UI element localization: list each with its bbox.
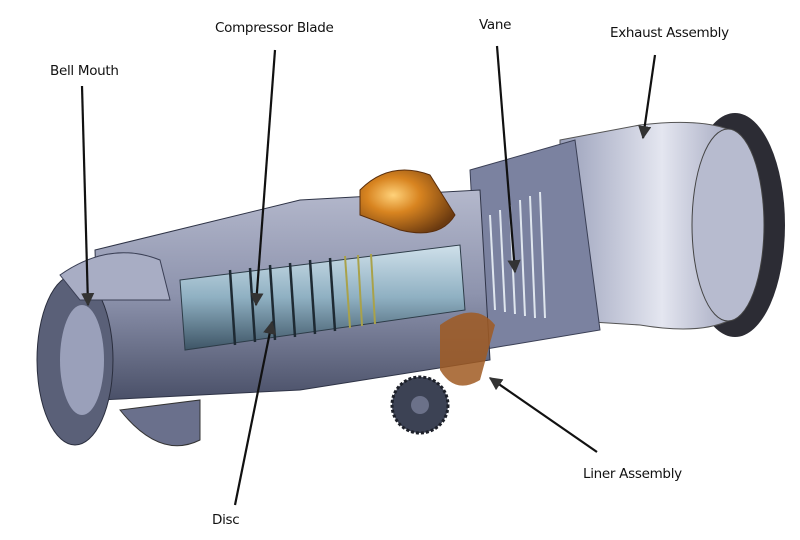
leader-bell-mouth [80,85,95,307]
label-exhaust-assembly: Exhaust Assembly [610,25,729,41]
leader-exhaust-assembly [638,54,657,140]
label-liner-assembly: Liner Assembly [583,466,682,482]
leader-compressor-blade [250,49,277,307]
accessory-gear [390,375,450,435]
label-compressor-blade: Compressor Blade [215,20,334,36]
leader-lines [80,45,657,506]
turbine-section [469,139,601,351]
leader-vane [495,45,521,274]
label-bell-mouth: Bell Mouth [50,63,119,79]
label-disc: Disc [212,512,240,528]
exhaust-assembly-shape [559,113,785,337]
combustor [359,169,495,386]
compressor-rotor [179,244,466,351]
leader-disc [233,320,277,506]
label-vane: Vane [479,17,512,33]
leader-liner-assembly [488,377,598,453]
